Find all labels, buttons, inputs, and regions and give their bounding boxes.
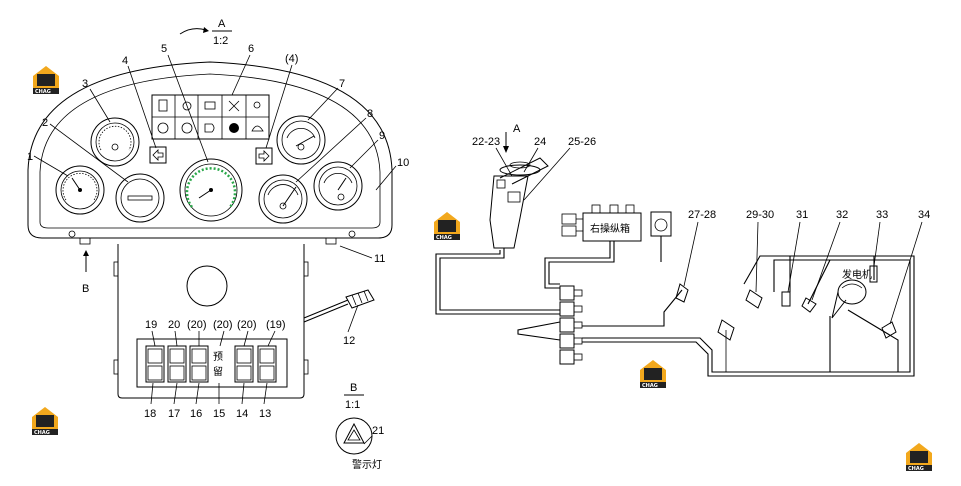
callout-6: 6 [248, 43, 254, 55]
callout-12: 12 [343, 335, 355, 347]
control-box-label: 右操纵箱 [590, 222, 630, 235]
view-a-header: A 1:2 [179, 18, 232, 47]
steering-column [489, 157, 549, 249]
callout-29-30: 29-30 [746, 209, 774, 221]
sensor-34 [881, 321, 897, 339]
callout-4b: (4) [285, 53, 298, 65]
switch-15-reserved: 预 留 [213, 351, 223, 378]
combination-switch-stalk [303, 289, 375, 323]
generator: 发电机 [831, 268, 872, 319]
turn-left-indicator [149, 146, 167, 164]
lower-console: 预 留 [113, 244, 375, 399]
callout-17: 17 [168, 408, 180, 420]
callout-31: 31 [796, 209, 808, 221]
generator-label: 发电机 [842, 268, 872, 281]
callout-25-26: 25-26 [568, 136, 596, 148]
callout-15: 15 [213, 408, 225, 420]
logo-4-text: CHAG [34, 430, 50, 436]
logo-3-text: CHAG [642, 383, 658, 389]
switch-17 [167, 345, 187, 383]
connector-block [559, 285, 583, 365]
callout-21: 21 [372, 425, 384, 437]
logo-5: CHAG [906, 443, 932, 472]
callout-2: 2 [42, 117, 48, 129]
view-a-letter: A [218, 18, 226, 30]
right-harness: A 22-23 24 25-26 右操纵箱 [435, 123, 930, 377]
gauge-9 [313, 161, 363, 211]
callout-7: 7 [339, 78, 345, 90]
sensor-mid [717, 319, 735, 372]
callout-33: 33 [876, 209, 888, 221]
logo-4: CHAG [32, 407, 58, 436]
logo-1-text: CHAG [35, 89, 51, 95]
sensor-33 [869, 265, 878, 283]
callout-19b: (19) [266, 319, 286, 331]
gauge-2 [115, 173, 165, 223]
warning-lamp-caption: 警示灯 [352, 458, 382, 471]
logo-5-text: CHAG [908, 466, 924, 472]
callout-27-28: 27-28 [688, 209, 716, 221]
callout-9: 9 [379, 130, 385, 142]
callout-20c: (20) [237, 319, 257, 331]
gauge-3 [90, 117, 140, 167]
turn-right-indicator [255, 147, 273, 165]
callout-19: 19 [145, 319, 157, 331]
view-b-detail: B 1:1 21 警示灯 [335, 382, 384, 471]
reserved-char-2: 留 [213, 365, 223, 378]
callout-20a: (20) [187, 319, 207, 331]
gauge-1 [55, 165, 105, 215]
logo-2: CHAG [434, 212, 460, 241]
logo-1: CHAG [33, 66, 59, 95]
view-b-letter: B [350, 382, 357, 394]
callout-20: 20 [168, 319, 180, 331]
callout-14: 14 [236, 408, 248, 420]
sensor-31 [781, 291, 791, 307]
callout-24: 24 [534, 136, 546, 148]
callout-11: 11 [374, 253, 385, 265]
instrument-panel [27, 61, 393, 245]
left-callouts: 1 2 3 4 5 6 (4) 7 8 9 10 11 12 B 19 20 [27, 43, 409, 420]
view-b-scale: 1:1 [345, 399, 360, 411]
switch-18 [145, 345, 165, 383]
callout-20b: (20) [213, 319, 233, 331]
gauge-8 [258, 174, 308, 224]
callout-13: 13 [259, 408, 271, 420]
indicator-lamp-block [151, 94, 270, 140]
callout-18: 18 [144, 408, 156, 420]
sensor-29-30 [745, 289, 763, 309]
callout-32: 32 [836, 209, 848, 221]
callout-22-23: 22-23 [472, 136, 500, 148]
switch-14 [234, 345, 254, 383]
callout-8: 8 [367, 108, 373, 120]
callout-16: 16 [190, 408, 202, 420]
callout-5: 5 [161, 43, 167, 55]
callout-1: 1 [27, 151, 33, 163]
right-control-box: 右操纵箱 [561, 204, 672, 242]
logo-3: CHAG [640, 360, 666, 389]
view-a-arrow-label: A [513, 123, 521, 135]
callout-3: 3 [82, 78, 88, 90]
speedometer [179, 158, 243, 222]
callout-34: 34 [918, 209, 930, 221]
sensor-32 [801, 297, 817, 313]
reserved-char-1: 预 [213, 351, 223, 363]
callout-4: 4 [122, 55, 128, 67]
logo-2-text: CHAG [436, 235, 452, 241]
switch-16 [189, 345, 209, 383]
callout-10: 10 [397, 157, 409, 169]
gauge-7 [276, 115, 326, 165]
view-b-arrow-label: B [82, 283, 89, 295]
switch-13 [257, 345, 277, 383]
view-a-scale: 1:2 [213, 35, 228, 47]
sensor-27-28 [675, 283, 689, 303]
